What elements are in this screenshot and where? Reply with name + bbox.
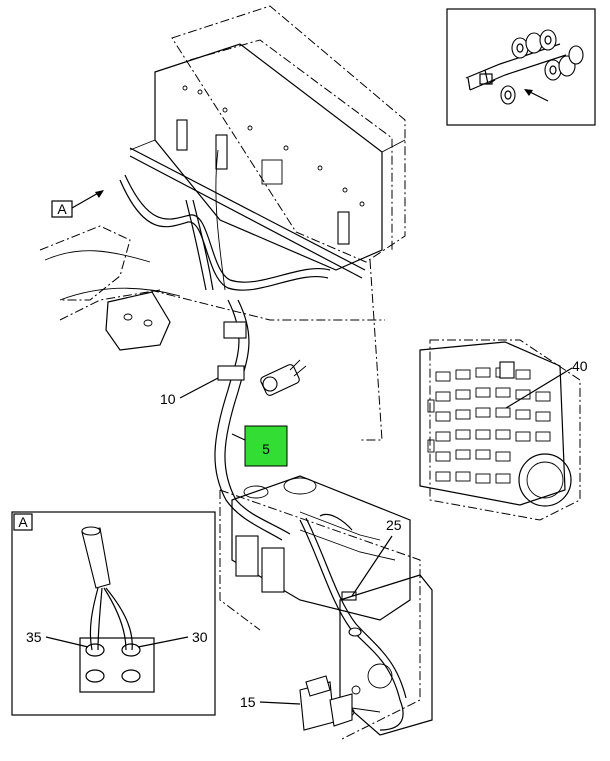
highlight-box[interactable] xyxy=(244,425,288,467)
callout-25: 25 xyxy=(351,517,402,597)
leader-line xyxy=(259,701,301,705)
relay-block xyxy=(261,547,285,593)
callout-40-label: 40 xyxy=(572,358,588,374)
mounting-bracket xyxy=(105,291,171,351)
relay-connector-15 xyxy=(299,675,381,731)
circular-socket xyxy=(518,453,572,507)
panel-connector xyxy=(215,134,228,170)
main-harness xyxy=(214,299,307,541)
instrument-panel xyxy=(129,5,406,279)
relay-block xyxy=(235,535,259,577)
leader-line xyxy=(351,535,393,597)
leader-line xyxy=(137,636,189,648)
callout-15: 15 xyxy=(240,694,301,710)
harness-grommet xyxy=(223,321,247,339)
harness-clip xyxy=(217,365,245,381)
callout-30: 30 xyxy=(137,629,208,648)
callout-25-label: 25 xyxy=(386,517,402,533)
leader-line xyxy=(179,377,219,399)
upper-harness xyxy=(44,149,331,301)
callout-35: 35 xyxy=(26,629,89,648)
sensor-connector xyxy=(260,359,307,396)
locator-inset-frame xyxy=(446,8,596,126)
terminal-30 xyxy=(121,643,141,657)
callout-30-label: 30 xyxy=(192,629,208,645)
view-marker-label: A xyxy=(57,201,67,217)
vehicle-locator-inset xyxy=(446,8,596,126)
connector-plate xyxy=(79,637,155,693)
label-tag xyxy=(341,591,357,601)
panel-connector xyxy=(176,119,188,151)
detail-view-marker-box xyxy=(13,513,33,531)
panel-connector xyxy=(337,211,350,245)
view-marker-a: A xyxy=(51,190,104,218)
detail-view-frame xyxy=(11,511,216,716)
callout-10-label: 10 xyxy=(160,391,176,407)
fuse-block-assembly xyxy=(419,339,581,521)
terminal-35 xyxy=(85,643,105,657)
locator-arrow-icon xyxy=(524,89,549,102)
detail-view-marker: A xyxy=(18,514,28,530)
callout-5[interactable]: 5 xyxy=(231,425,288,467)
wire-sleeve xyxy=(81,527,111,589)
callout-5-label: 5 xyxy=(262,441,270,457)
callout-10: 10 xyxy=(160,377,219,407)
chassis-locator-icon xyxy=(465,29,584,105)
leader-line xyxy=(45,636,89,648)
fuse-grid xyxy=(427,361,551,484)
leader-line xyxy=(231,433,246,441)
callout-40: 40 xyxy=(505,358,588,409)
callout-35-label: 35 xyxy=(26,629,42,645)
leader-line xyxy=(505,367,573,409)
cab-floor-panel xyxy=(39,225,385,441)
callout-15-label: 15 xyxy=(240,694,256,710)
lower-module-assembly xyxy=(219,475,433,741)
detail-view-a: A xyxy=(11,511,216,716)
